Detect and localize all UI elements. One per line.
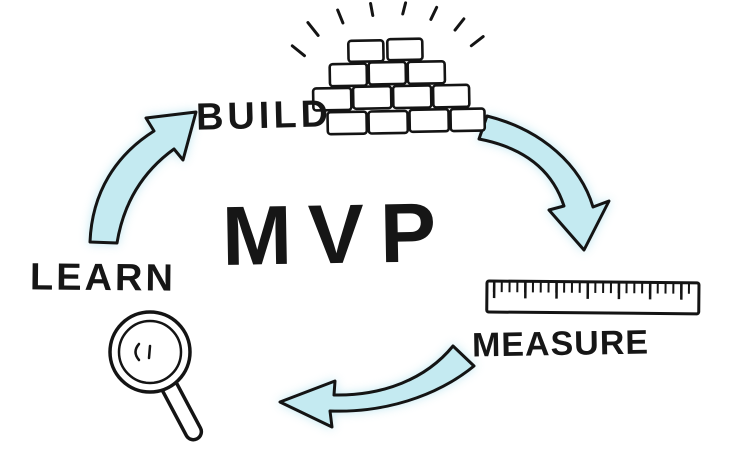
brick xyxy=(367,60,408,86)
brick-wall-icon xyxy=(290,1,487,136)
node-label-learn: LEARN xyxy=(29,256,177,300)
arrow-build-to-measure xyxy=(477,114,611,252)
sparkle-ray xyxy=(306,21,320,37)
magnifying-glass-icon xyxy=(108,310,204,442)
center-title: MVP xyxy=(221,184,453,284)
arrow-learn-to-build xyxy=(88,110,198,245)
brick xyxy=(408,107,451,134)
brick xyxy=(431,83,471,109)
lens-reflection-line xyxy=(147,344,152,360)
lens-reflection-arc xyxy=(134,342,141,362)
sparkle-ray xyxy=(429,5,439,21)
arrow-learn-to-build-shape xyxy=(88,110,198,245)
brick xyxy=(328,62,369,88)
ruler-ticks-long xyxy=(492,281,694,300)
ruler-body xyxy=(485,279,701,316)
brick xyxy=(385,37,424,62)
brick xyxy=(406,59,447,86)
ruler-icon xyxy=(485,279,701,316)
arrow-build-to-measure-shape xyxy=(477,114,611,252)
sparkle-ray xyxy=(369,2,375,17)
arrow-measure-to-learn-shape xyxy=(278,344,476,429)
brick xyxy=(311,86,353,112)
sparkle-ray xyxy=(401,1,408,16)
brick xyxy=(346,39,385,64)
arrow-measure-to-learn xyxy=(278,344,476,429)
sparkle-ray xyxy=(290,44,306,58)
brick xyxy=(351,84,393,111)
magnifier-lens-inner xyxy=(117,319,183,385)
brick xyxy=(367,109,410,135)
brick xyxy=(391,84,433,110)
sparkle-ray xyxy=(469,35,485,48)
sparkle-ray xyxy=(336,8,345,25)
sparkle-ray xyxy=(453,17,466,32)
brick xyxy=(326,110,369,136)
node-label-measure: MEASURE xyxy=(471,323,650,365)
brick xyxy=(449,107,487,133)
node-label-build: BUILD xyxy=(195,93,333,139)
